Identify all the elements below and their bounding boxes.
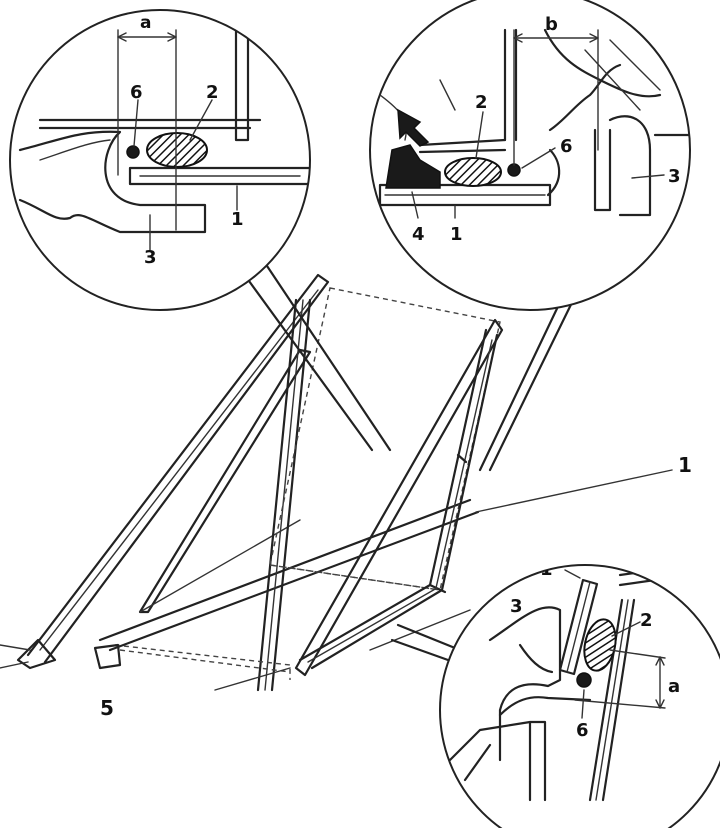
- label-2-bottom-right: 2: [640, 610, 653, 631]
- label-dim-a-top-left: a: [140, 13, 151, 33]
- label-3-top-right: 3: [668, 166, 681, 187]
- label-6-bottom-right: 6: [576, 720, 589, 741]
- label-5-main: 5: [100, 696, 114, 720]
- detail-circle-top-right: b 2 6 3 4 1: [369, 0, 691, 311]
- label-3-bottom-right: 3: [510, 596, 523, 617]
- label-4-top-right: 4: [412, 224, 425, 245]
- detail-circle-bottom-right: 1 3 2 a 6: [439, 564, 720, 833]
- label-6-top-right: 6: [560, 136, 573, 157]
- label-dim-a-bottom-right: a: [668, 676, 680, 697]
- label-3-top-left: 3: [144, 247, 157, 268]
- label-1-top-left: 1: [231, 209, 244, 230]
- main-assembly: [0, 246, 673, 692]
- label-1-main: 1: [678, 453, 692, 477]
- label-1-top-right: 1: [450, 224, 463, 245]
- label-2-top-left: 2: [206, 82, 219, 103]
- label-2-top-right: 2: [475, 92, 488, 113]
- label-6-top-left: 6: [130, 82, 143, 103]
- detail-circle-top-left: a 6 2 1 3: [9, 9, 311, 311]
- label-dim-b-top-right: b: [545, 14, 558, 35]
